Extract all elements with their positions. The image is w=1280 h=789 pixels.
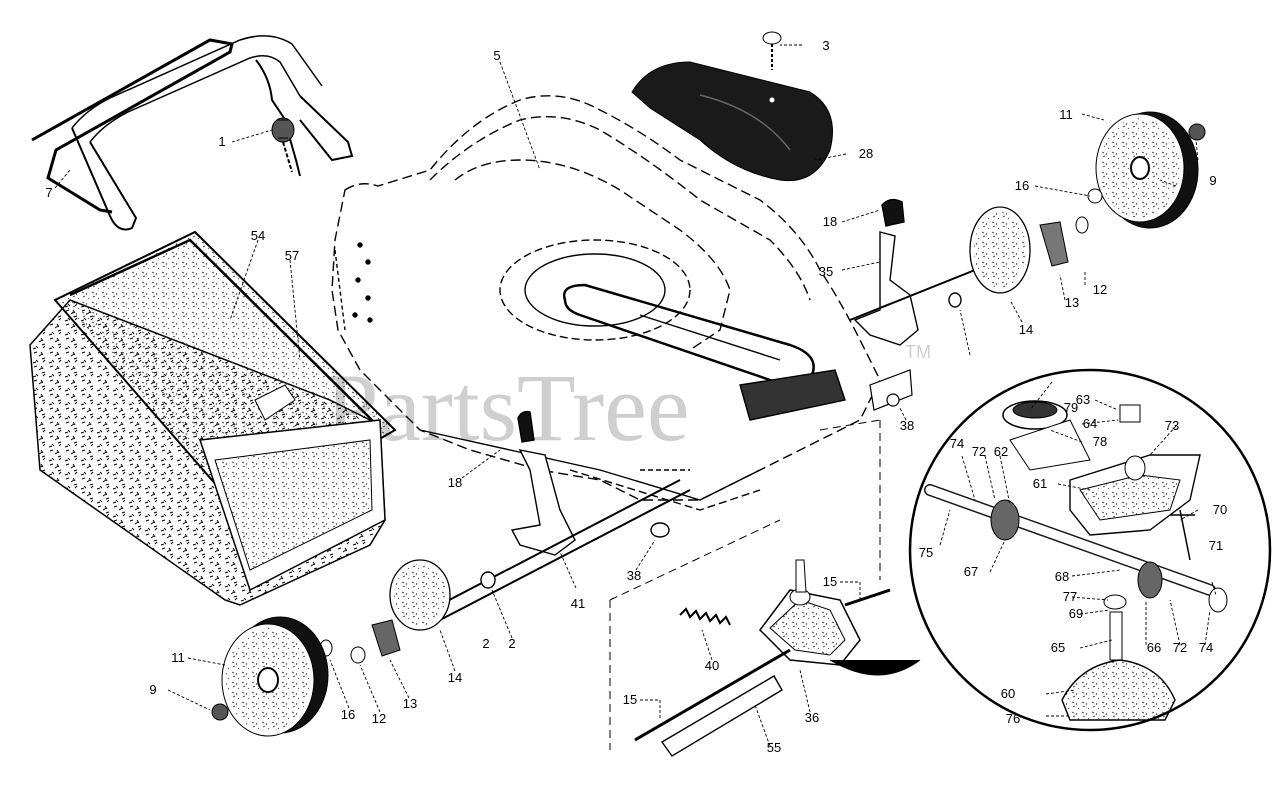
- part-label: 16: [1015, 178, 1029, 193]
- part-label: 13: [403, 696, 417, 711]
- height-adjuster-left: [429, 410, 691, 621]
- part-label: 71: [1209, 538, 1223, 553]
- part-label: 74: [1199, 640, 1213, 655]
- watermark-text: PartsTree: [325, 354, 689, 461]
- watermark: PartsTree TM: [325, 342, 931, 461]
- part-labels: 1 2 2 3 5 7 9 9 11 11 12 12 13 13 14 14 …: [45, 38, 1227, 755]
- part-label: 36: [805, 710, 819, 725]
- part-label: 72: [1173, 640, 1187, 655]
- part-label: 15: [623, 692, 637, 707]
- part-label: 77: [1063, 589, 1077, 604]
- part-label: 78: [1093, 434, 1107, 449]
- assembly-guide-lines: [609, 419, 881, 750]
- part-label: 63: [1076, 392, 1090, 407]
- part-label: 14: [1019, 322, 1033, 337]
- grass-catcher-bag: [29, 230, 397, 606]
- part-label: 38: [900, 418, 914, 433]
- part-label: 18: [448, 475, 462, 490]
- part-label: 16: [341, 707, 355, 722]
- part-label: 62: [994, 444, 1008, 459]
- drive-shaft-part-55: [660, 675, 783, 757]
- part-label: 40: [705, 658, 719, 673]
- part-label: 61: [1033, 476, 1047, 491]
- part-label: 74: [950, 436, 964, 451]
- part-label: 1: [218, 134, 225, 149]
- part-label: 55: [767, 740, 781, 755]
- part-label: 72: [972, 444, 986, 459]
- wheel-right-11: [1087, 111, 1206, 229]
- part-label: 60: [1001, 686, 1015, 701]
- transmission-part-36: [634, 559, 921, 742]
- spring-part-40: [679, 607, 731, 626]
- part-label: 12: [1093, 282, 1107, 297]
- part-label: 14: [448, 670, 462, 685]
- part-label: 18: [823, 214, 837, 229]
- wheel-gear-left-13: [319, 619, 401, 664]
- part-label: 67: [964, 564, 978, 579]
- part-label: 69: [1069, 606, 1083, 621]
- part-label: 75: [919, 545, 933, 560]
- part-label: 54: [251, 228, 265, 243]
- part-label: 57: [285, 248, 299, 263]
- part-label: 65: [1051, 640, 1065, 655]
- part-label: 5: [493, 48, 500, 63]
- part-label: 2: [482, 636, 489, 651]
- mower-deck: [331, 95, 881, 511]
- part-label: 41: [571, 596, 585, 611]
- wheel-hubcap-left-14: [389, 559, 451, 631]
- handle-assembly: [31, 35, 354, 231]
- watermark-tm: TM: [905, 342, 931, 362]
- part-label: 66: [1147, 640, 1161, 655]
- part-label: 70: [1213, 502, 1227, 517]
- part-label: 11: [171, 650, 185, 665]
- part-label: 3: [822, 38, 829, 53]
- part-label: 9: [149, 682, 156, 697]
- part-label: 9: [1209, 173, 1216, 188]
- part-label: 2: [508, 636, 515, 651]
- part-label: 68: [1055, 569, 1069, 584]
- part-label: 38: [627, 568, 641, 583]
- cover-part-38: [869, 369, 913, 411]
- discharge-chute-part-28: [631, 31, 833, 182]
- wheel-hubcap-right-14: [969, 206, 1089, 294]
- part-label: 76: [1006, 711, 1020, 726]
- part-label: 73: [1165, 418, 1179, 433]
- part-label: 15: [823, 574, 837, 589]
- part-label: 13: [1065, 295, 1079, 310]
- part-label: 28: [859, 146, 873, 161]
- part-label: 35: [819, 264, 833, 279]
- wheel-left-11: [211, 616, 329, 737]
- part-label: 64: [1083, 416, 1097, 431]
- part-label: 79: [1064, 400, 1078, 415]
- part-label: 12: [372, 711, 386, 726]
- part-label: 7: [45, 185, 52, 200]
- leader-lines: [54, 44, 1217, 747]
- gearbox-detail-view: [908, 368, 1272, 732]
- part-label: 11: [1059, 107, 1073, 122]
